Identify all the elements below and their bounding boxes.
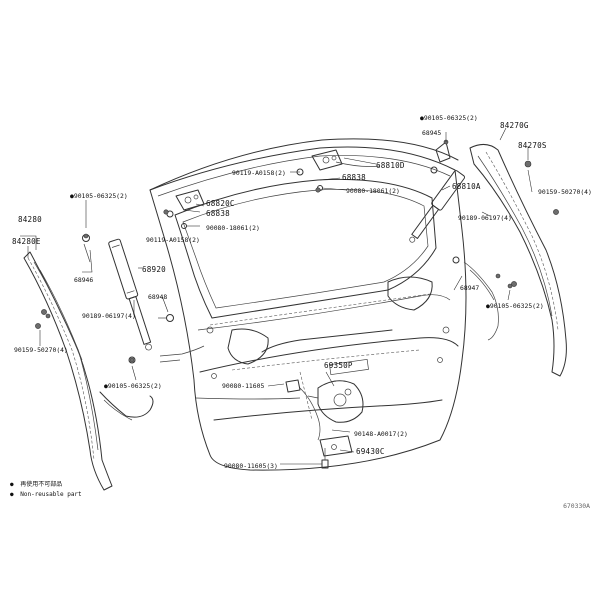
legend-marker-1: ● <box>10 481 14 488</box>
callout-84280: 84280 <box>18 215 42 224</box>
callout-68920: 68920 <box>142 265 166 274</box>
callout-90105-06325-right-bottom: ●90105-06325(2) <box>486 302 544 310</box>
legend-text-2: Non-reusable part <box>20 491 82 498</box>
callout-90189-06197-right: 90189-06197(4) <box>458 214 512 222</box>
left-weatherstrip-84280 <box>23 251 154 491</box>
catalog-code: 670330A <box>563 502 590 510</box>
callout-90080-18061-top: 90080-18061(2) <box>346 187 400 195</box>
left-damper-68920 <box>82 234 205 364</box>
callout-90159-50270-right: 90159-50270(4) <box>538 188 592 196</box>
callout-68820C: 68820C <box>206 199 235 208</box>
callout-90148-A0017: 90148-A0017(2) <box>354 430 408 438</box>
callout-90119-A0158-top: 90119-A0158(2) <box>232 169 286 177</box>
callout-68948: 68948 <box>148 293 167 301</box>
callout-90159-50270-left: 90159-50270(4) <box>14 346 68 354</box>
legend-marker-2: ● <box>10 491 14 498</box>
lock-striker-69430C <box>319 435 353 469</box>
legend-line-2: ● Non-reusable part <box>10 491 82 498</box>
back-door-panel <box>149 138 467 471</box>
callout-90189-06197-left: 90189-06197(4) <box>82 312 136 320</box>
lock-assembly-69350P <box>285 379 364 441</box>
legend-text-1: 再使用不可部品 <box>20 480 62 488</box>
callout-84270S: 84270S <box>518 141 547 150</box>
callout-90080-18061-left: 90080-18061(2) <box>206 224 260 232</box>
leader-lines <box>20 127 533 465</box>
callout-90080-11605: 90080-11605 <box>222 382 264 390</box>
callout-90105-06325-left-bottom: ●90105-06325(2) <box>104 382 162 390</box>
callout-90105-06325-right-top: ●90105-06325(2) <box>420 114 478 122</box>
callout-84280E: 84280E <box>12 237 41 246</box>
callout-68947: 68947 <box>460 284 479 292</box>
callout-68838-left: 68838 <box>206 209 230 218</box>
legend: ● 再使用不可部品 ● Non-reusable part <box>10 480 82 498</box>
right-weatherstrip-84270G <box>452 144 567 377</box>
callout-69350P: 69350P <box>324 361 353 370</box>
fasteners <box>45 139 513 363</box>
callout-68945: 68945 <box>422 129 441 137</box>
callout-68946: 68946 <box>74 276 93 284</box>
legend-line-1: ● 再使用不可部品 <box>10 480 62 488</box>
callout-90105-06325-left-top: ●90105-06325(2) <box>70 192 128 200</box>
callout-68810D: 68810D <box>376 161 405 170</box>
right-damper-68810A <box>409 141 466 243</box>
callout-69430C: 69430C <box>356 447 385 456</box>
callout-labels: 84280 84280E 68946 90189-06197(4) 90159-… <box>12 114 592 470</box>
callout-68810A: 68810A <box>452 182 481 191</box>
callout-68838-top: 68838 <box>342 173 366 182</box>
callout-90080-11605-3: 90080-11605(3) <box>224 462 278 470</box>
callout-84270G: 84270G <box>500 121 529 130</box>
left-hinge-68820C <box>166 189 205 229</box>
callout-90119-A0158-left: 90119-A0158(2) <box>146 236 200 244</box>
